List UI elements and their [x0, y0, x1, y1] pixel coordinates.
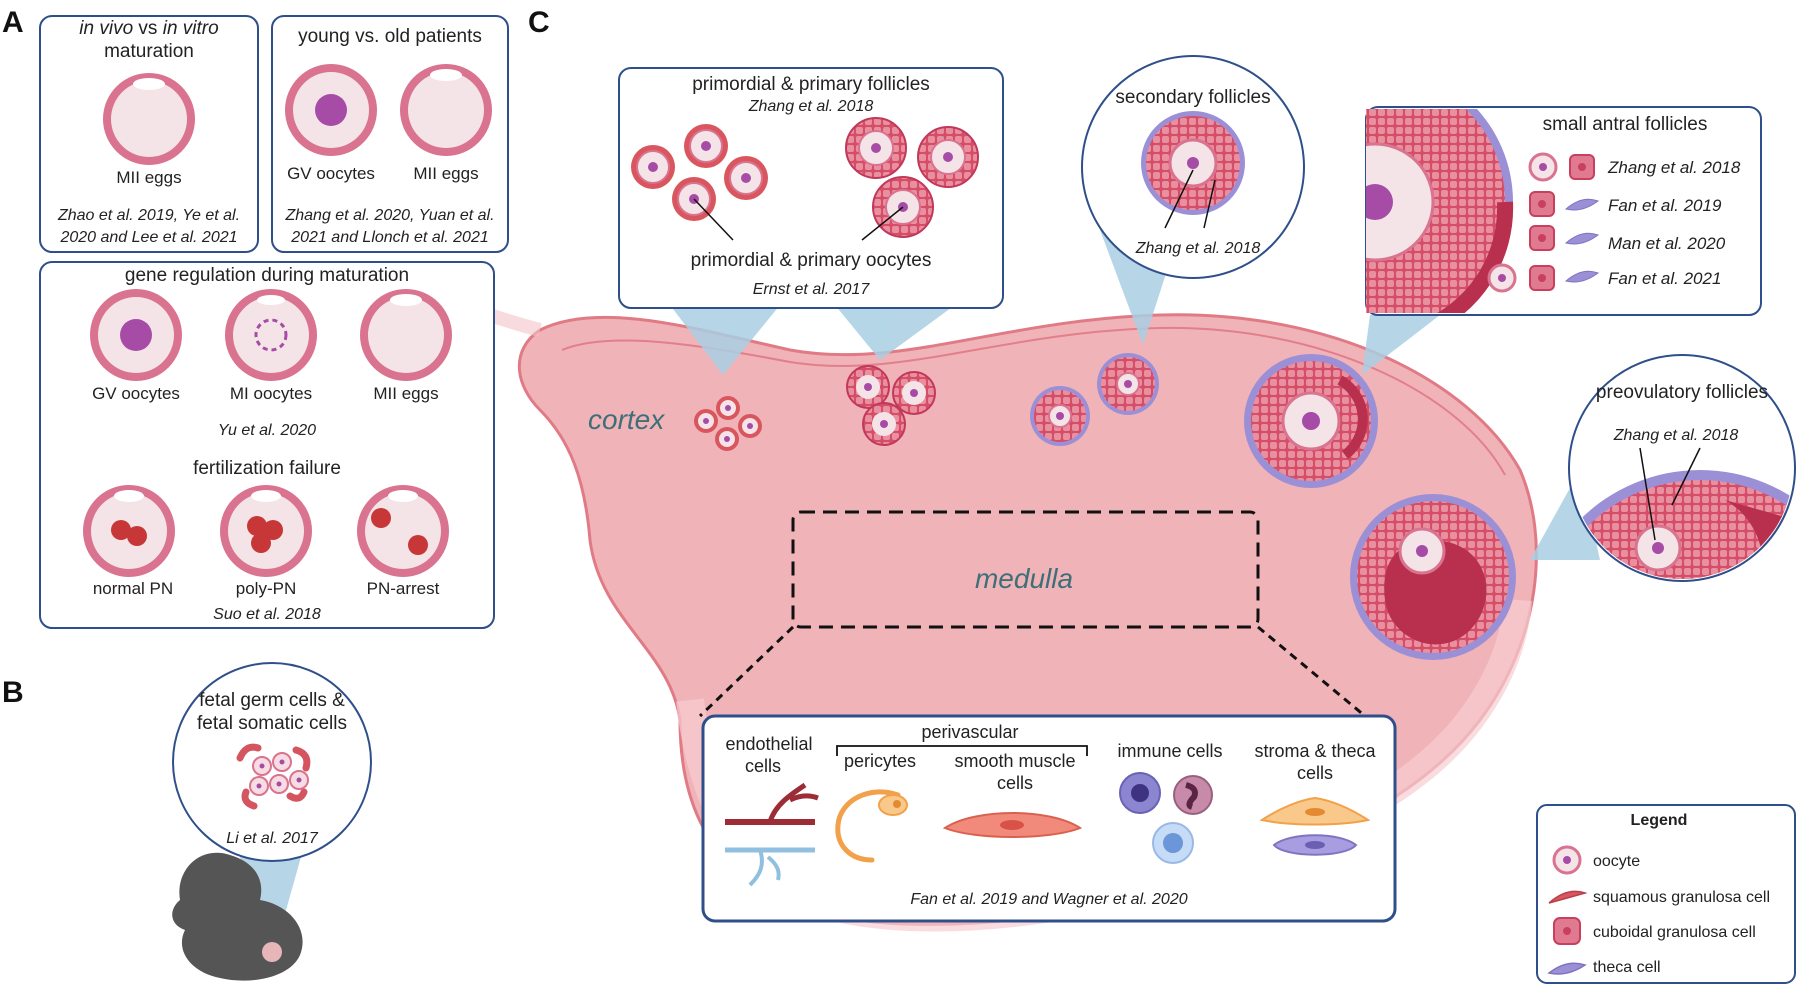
ovary-preovulatory-follicle — [1350, 494, 1516, 660]
box3-label2-3: PN-arrest — [367, 579, 440, 598]
box3-title: gene regulation during maturation — [125, 265, 409, 286]
box1-ref-line1: Zhao et al. 2019, Ye et al. — [57, 207, 240, 224]
medulla-box-ref: Fan et al. 2019 and Wagner et al. 2020 — [910, 891, 1187, 908]
panel-b-title-line2: fetal somatic cells — [197, 713, 347, 734]
gv-oocyte — [90, 289, 182, 381]
stroma-label-2: cells — [1297, 763, 1333, 783]
panel-b-title-line1: fetal germ cells & — [199, 690, 345, 711]
box3-label2-2: poly-PN — [236, 579, 296, 598]
stroma-label-1: stroma & theca — [1254, 741, 1376, 761]
legend-theca-cell-icon — [1547, 962, 1587, 975]
legend-item-theca: theca cell — [1593, 959, 1661, 976]
panel-label-c: C — [528, 6, 550, 39]
medulla-label: medulla — [975, 563, 1073, 594]
antral-ref-icons — [1487, 152, 1600, 293]
antral-ref-4: Fan et al. 2021 — [1608, 269, 1721, 288]
ovary-small-antral-follicle — [1244, 354, 1378, 488]
gv-oocyte — [285, 64, 377, 156]
primordial-ref-top: Zhang et al. 2018 — [748, 98, 874, 115]
box2-ref-line2: 2021 and Llonch et al. 2021 — [290, 229, 489, 246]
preovulatory-title: preovulatory follicles — [1596, 382, 1768, 403]
primordial-follicle-cluster — [631, 124, 768, 221]
legend-squamous-granulosa-icon — [1548, 890, 1588, 904]
box2-ref-line1: Zhang et al. 2020, Yuan et al. — [284, 207, 494, 224]
box3-label-1: GV oocytes — [92, 384, 180, 403]
box1-title-line2: maturation — [104, 41, 194, 62]
primary-follicle-cluster — [845, 117, 979, 238]
antral-ref-3: Man et al. 2020 — [1608, 234, 1726, 253]
smooth-muscle-cell-icon — [942, 812, 1083, 838]
ovary-secondary-follicles — [1030, 353, 1159, 446]
fetus-silhouette — [172, 852, 303, 981]
endothelial-label-2: cells — [745, 756, 781, 776]
mii-egg — [360, 289, 452, 381]
secondary-follicle — [1141, 111, 1245, 215]
primordial-pointer-label: primordial & primary oocytes — [691, 250, 932, 271]
panel-b-ref: Li et al. 2017 — [226, 830, 319, 847]
panel-label-a: A — [2, 6, 24, 39]
cortex-label: cortex — [588, 404, 665, 435]
mii-egg — [400, 64, 492, 156]
ovary-primary-follicles — [846, 365, 936, 446]
box2-title: young vs. old patients — [298, 26, 482, 47]
box1-ref-line2: 2020 and Lee et al. 2021 — [59, 229, 237, 246]
legend-item-squamous: squamous granulosa cell — [1593, 889, 1770, 906]
preovulatory-ref: Zhang et al. 2018 — [1613, 427, 1739, 444]
secondary-ref: Zhang et al. 2018 — [1135, 240, 1261, 257]
normal-pn-zygote — [83, 485, 175, 577]
box1-title-line1: in vivo vs in vitro — [79, 18, 218, 39]
legend-item-cuboidal: cuboidal granulosa cell — [1593, 924, 1756, 941]
box2-label-left: GV oocytes — [287, 164, 375, 183]
medulla-region — [791, 510, 1260, 629]
blood-vessel-icon — [725, 782, 819, 887]
fetal-germ-cell-cluster — [236, 743, 311, 810]
secondary-title: secondary follicles — [1115, 87, 1270, 108]
primordial-title: primordial & primary follicles — [692, 74, 930, 95]
immune-cells-icon — [1119, 772, 1213, 864]
antral-title: small antral follicles — [1543, 114, 1708, 135]
antral-ref-2: Fan et al. 2019 — [1608, 196, 1722, 215]
primordial-ref-bottom: Ernst et al. 2017 — [753, 281, 871, 298]
legend-oocyte-icon — [1552, 845, 1582, 875]
panel-label-b: B — [2, 676, 24, 709]
box3-label-3: MII eggs — [373, 384, 438, 403]
box3-label2-1: normal PN — [93, 579, 173, 598]
mii-egg — [103, 73, 195, 165]
legend-title: Legend — [1631, 812, 1688, 829]
mi-oocyte — [225, 289, 317, 381]
box3-label-2: MI oocytes — [230, 384, 312, 403]
box3-ref: Yu et al. 2020 — [218, 422, 316, 439]
box2-label-right: MII eggs — [413, 164, 478, 183]
poly-pn-zygote — [220, 485, 312, 577]
box3-ref2: Suo et al. 2018 — [213, 606, 321, 623]
ovary-primordial-follicles — [694, 396, 762, 451]
smooth-muscle-label-1: smooth muscle — [954, 751, 1075, 771]
pericytes-label: pericytes — [844, 751, 916, 771]
pn-arrest-zygote — [357, 485, 449, 577]
antral-ref-1: Zhang et al. 2018 — [1607, 158, 1741, 177]
immune-label: immune cells — [1117, 741, 1222, 761]
box1-cell-label: MII eggs — [116, 168, 181, 187]
perivascular-label: perivascular — [921, 722, 1018, 742]
legend-cuboidal-granulosa-icon — [1553, 917, 1581, 945]
legend-item-oocyte: oocyte — [1593, 853, 1640, 870]
legend-box — [1536, 804, 1796, 984]
box3-title2: fertilization failure — [193, 458, 341, 479]
endothelial-label-1: endothelial — [725, 734, 812, 754]
antral-follicle-partial — [1366, 109, 1514, 313]
smooth-muscle-label-2: cells — [997, 773, 1033, 793]
pericyte-icon — [835, 789, 908, 863]
stroma-theca-cell-icon — [1259, 796, 1371, 856]
